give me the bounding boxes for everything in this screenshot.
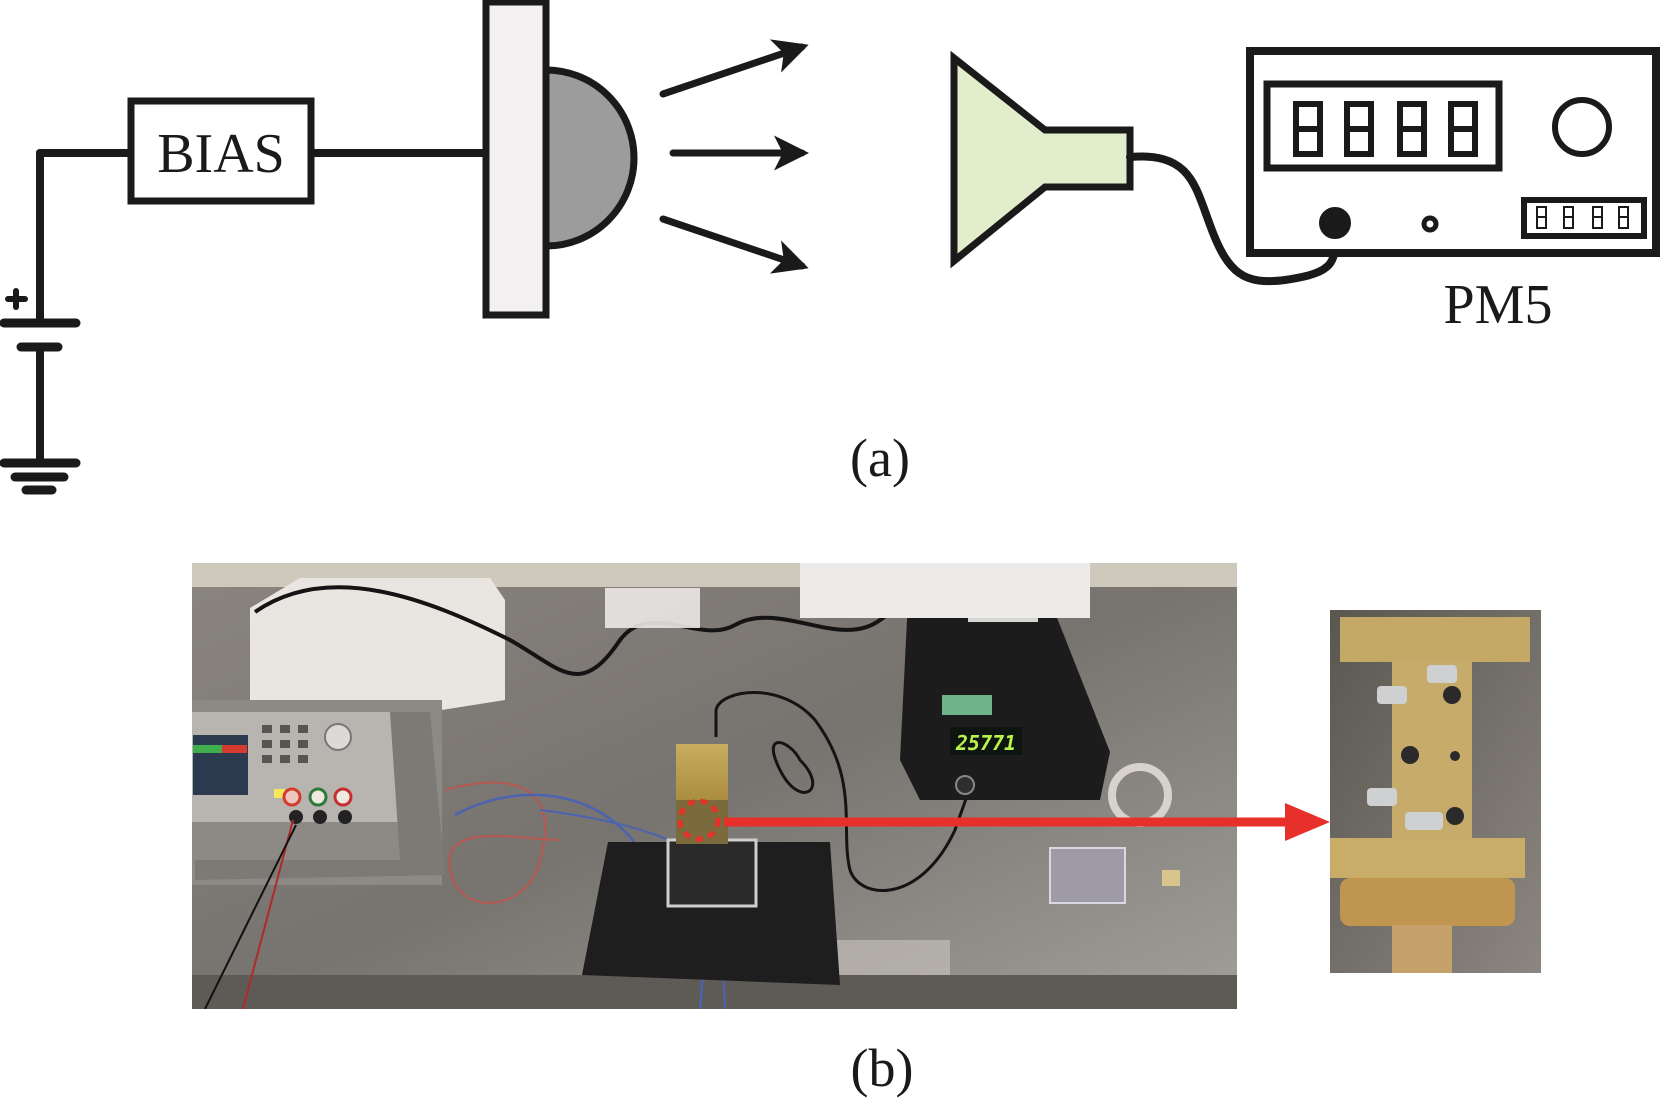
panel-b-photo: 25771 [192, 563, 1237, 1009]
psu-screen [193, 735, 248, 795]
highlight-circle [677, 798, 721, 842]
bench-front-edge [192, 975, 1237, 1009]
red-wire [444, 781, 561, 904]
callout-arrow [724, 803, 1330, 841]
bias-box [127, 97, 315, 205]
meter-dial-knob [1552, 97, 1612, 157]
meter-lcd [950, 727, 1022, 755]
small-part [1162, 870, 1180, 886]
inset-closeup [1330, 610, 1541, 973]
meter-input-connector [1319, 207, 1351, 239]
battery-plus-sign [5, 288, 28, 310]
digit-segment [1397, 101, 1427, 157]
box-on-bench [1049, 847, 1126, 904]
emission-arrow-top [659, 39, 809, 98]
panel-b-label: (b) [851, 1038, 914, 1098]
battery-symbol [0, 149, 81, 467]
emission-arrow-bottom [659, 215, 809, 274]
inset-round-flange [1340, 878, 1515, 926]
horn-antenna [950, 50, 1134, 269]
black-lead [204, 824, 297, 1009]
inset-top-flange [1340, 617, 1530, 662]
dc-power-supply [192, 578, 505, 885]
lens-dome [542, 66, 638, 250]
panel-a-schematic [0, 0, 1660, 495]
printer [800, 563, 1090, 618]
substrate-plate [482, 0, 550, 319]
digit-segment [1592, 206, 1603, 229]
inset-stub [1392, 925, 1452, 973]
digit-segment [1293, 101, 1323, 157]
red-lead [242, 819, 294, 1009]
digit-segment [1563, 206, 1574, 229]
power-meter-photo: 25771 [900, 600, 1110, 800]
meter-secondary-digits [1536, 206, 1629, 229]
detector-cable-photo [714, 691, 973, 892]
digit-segment [1344, 101, 1374, 157]
pm5-label: PM5 [1444, 274, 1553, 336]
meter-small-port [1421, 215, 1439, 233]
detector-cable [1126, 152, 1340, 286]
mount-block [666, 838, 758, 908]
panel-a-label: (a) [850, 428, 910, 488]
bias-label: BIAS [157, 123, 285, 185]
source-module [676, 744, 728, 802]
clear-box [605, 588, 700, 628]
ground-symbol [0, 458, 81, 495]
loop-cable [771, 741, 815, 794]
digit-segment [1618, 206, 1629, 229]
digit-segment [1536, 206, 1547, 229]
digit-segment [1448, 101, 1478, 157]
power-meter-pm5 [1246, 47, 1660, 257]
psu-knob [324, 723, 352, 751]
meter-main-digits [1293, 101, 1478, 157]
mount-tray [582, 842, 840, 985]
inset-bottom-flange [1330, 838, 1525, 878]
meter-reading: 25771 [955, 731, 1016, 755]
